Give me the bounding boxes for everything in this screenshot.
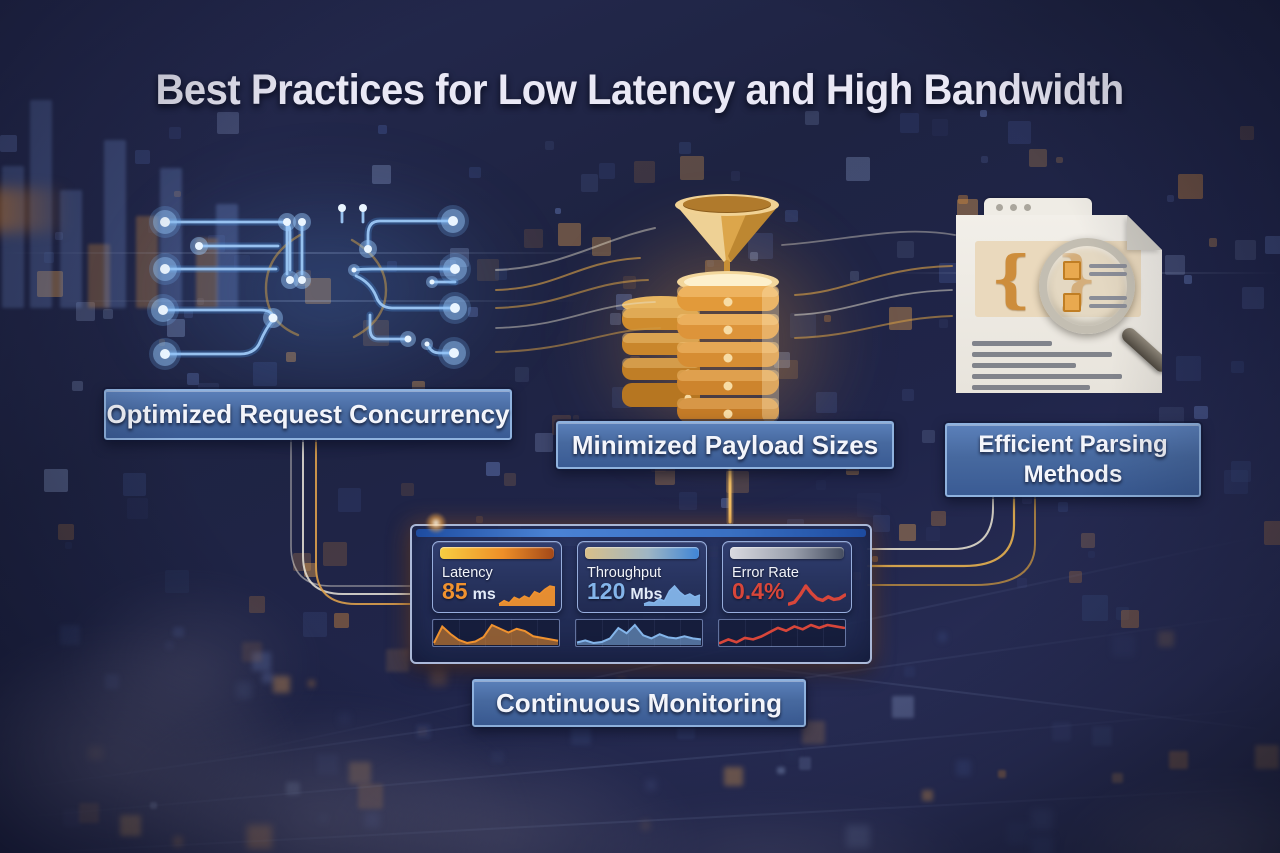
metric-card-throughput: Throughput 120 Mbs	[577, 541, 707, 613]
trend-panel-latency	[432, 619, 560, 647]
node-label-parsing: Efficient Parsing Methods	[943, 421, 1203, 499]
metric-value: 85	[442, 578, 468, 604]
checkbox-icon	[1063, 292, 1082, 312]
metric-gradient-bar	[585, 547, 699, 559]
node-label-payload: Minimized Payload Sizes	[554, 419, 896, 471]
trend-panel-throughput	[575, 619, 703, 647]
text-line	[972, 385, 1090, 390]
database-small-icon	[622, 296, 700, 407]
document-with-magnifier-icon: { }	[956, 198, 1162, 398]
text-line	[972, 363, 1076, 368]
metric-value: 120	[587, 578, 626, 604]
metric-card-latency: Latency 85 ms	[432, 541, 562, 613]
page-title: Best Practices for Low Latency and High …	[155, 66, 1125, 114]
node-label-concurrency: Optimized Request Concurrency	[102, 387, 514, 442]
text-line	[972, 341, 1052, 346]
trend-panels-row	[432, 619, 846, 647]
metric-card-error-rate: Error Rate 0.4%	[722, 541, 852, 613]
trend-panel-error-rate	[718, 619, 846, 647]
monitoring-dashboard: Latency 85 ms Throughput 120 Mbs Error R…	[410, 524, 872, 664]
trend-sparkline	[576, 623, 702, 645]
page-fold-icon	[1127, 215, 1162, 250]
list-lines	[1089, 292, 1127, 312]
checkbox-icon	[1063, 260, 1082, 280]
metric-gradient-bar	[730, 547, 844, 559]
orange-streak	[0, 188, 70, 232]
tab-dot-icon	[1024, 203, 1031, 211]
metric-sparkline	[643, 584, 701, 606]
trend-sparkline	[719, 623, 845, 645]
magnifier-icon	[1039, 238, 1135, 334]
metric-gradient-bar	[440, 547, 554, 559]
metric-cards-row: Latency 85 ms Throughput 120 Mbs Error R…	[432, 541, 852, 613]
list-lines	[1089, 260, 1127, 280]
metric-sparkline	[498, 585, 556, 606]
node-label-monitoring: Continuous Monitoring	[470, 677, 808, 729]
funnel-into-database-icon	[622, 194, 779, 423]
tab-dot-icon	[996, 203, 1003, 211]
metric-unit: ms	[472, 586, 496, 603]
browser-tab	[984, 198, 1092, 216]
text-line	[972, 374, 1122, 379]
tab-dot-icon	[1010, 203, 1017, 211]
metric-sparkline	[788, 584, 846, 606]
trend-sparkline	[433, 623, 559, 645]
dashboard-top-strip	[416, 529, 866, 537]
text-line	[972, 352, 1112, 357]
metric-value: 0.4%	[732, 578, 785, 604]
magnifier-handle-icon	[1118, 324, 1162, 375]
sparkle-icon	[425, 512, 447, 534]
